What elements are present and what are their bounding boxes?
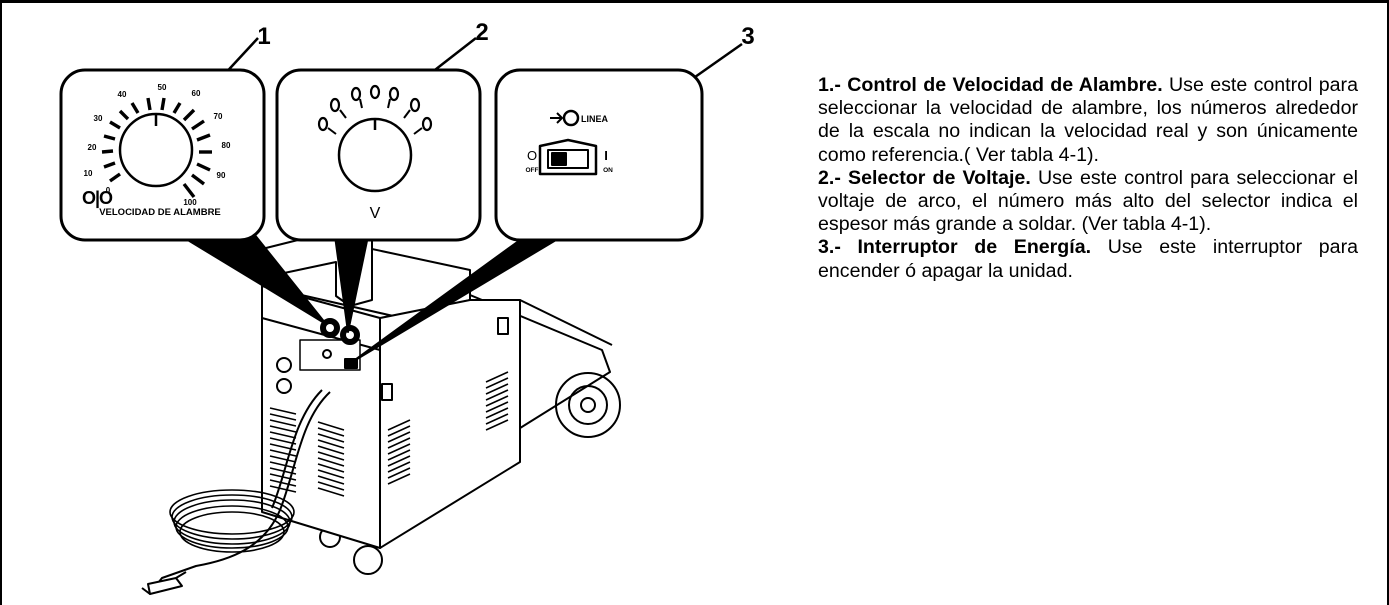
linea-label: LINEA — [581, 114, 609, 124]
description-item-2: 2.- Selector de Voltaje. Use este contro… — [818, 167, 1358, 237]
item-2-text: Use este control para seleccionar el vol… — [818, 166, 1358, 236]
on-label: ON — [603, 167, 613, 174]
scale-0: 0 — [106, 186, 111, 195]
controls-description: 1.- Control de Velocidad de Alambre. Use… — [818, 74, 1358, 283]
description-item-1: 1.- Control de Velocidad de Alambre. Use… — [818, 74, 1358, 167]
scale-10: 10 — [84, 169, 93, 178]
item-3-text: Use este interruptor para encender ó apa… — [818, 236, 1358, 282]
callout-3: 3 — [741, 23, 754, 50]
scale-50: 50 — [158, 83, 167, 92]
item-1-title: 1.- Control de Velocidad de Alambre. — [818, 74, 1163, 96]
on-symbol: I — [604, 148, 608, 163]
off-symbol: O — [527, 148, 537, 163]
scale-30: 30 — [94, 114, 103, 123]
scale-100: 100 — [183, 198, 197, 207]
wire-feed-symbol: O|O — [82, 188, 113, 208]
item-3-title: 3.- Interruptor de Energía. — [818, 236, 1092, 259]
callout-2: 2 — [475, 19, 488, 46]
wire-speed-label: VELOCIDAD DE ALAMBRE — [99, 207, 221, 218]
scale-80: 80 — [222, 141, 231, 150]
item-1-text: Use este control para seleccionar la vel… — [818, 74, 1358, 166]
item-2-title: 2.- Selector de Voltaje. — [818, 166, 1031, 189]
voltage-label: V — [370, 205, 381, 222]
welder-illustration: 1 2 3 0 10 20 30 40 50 60 70 80 90 100 O… — [59, 19, 755, 595]
scale-60: 60 — [192, 89, 201, 98]
description-item-3: 3.- Interruptor de Energía. Use este int… — [818, 236, 1358, 282]
callout-1: 1 — [257, 23, 270, 50]
off-label: OFF — [526, 167, 539, 174]
scale-70: 70 — [214, 112, 223, 121]
scale-20: 20 — [88, 143, 97, 152]
scale-40: 40 — [118, 90, 127, 99]
scale-90: 90 — [217, 171, 226, 180]
